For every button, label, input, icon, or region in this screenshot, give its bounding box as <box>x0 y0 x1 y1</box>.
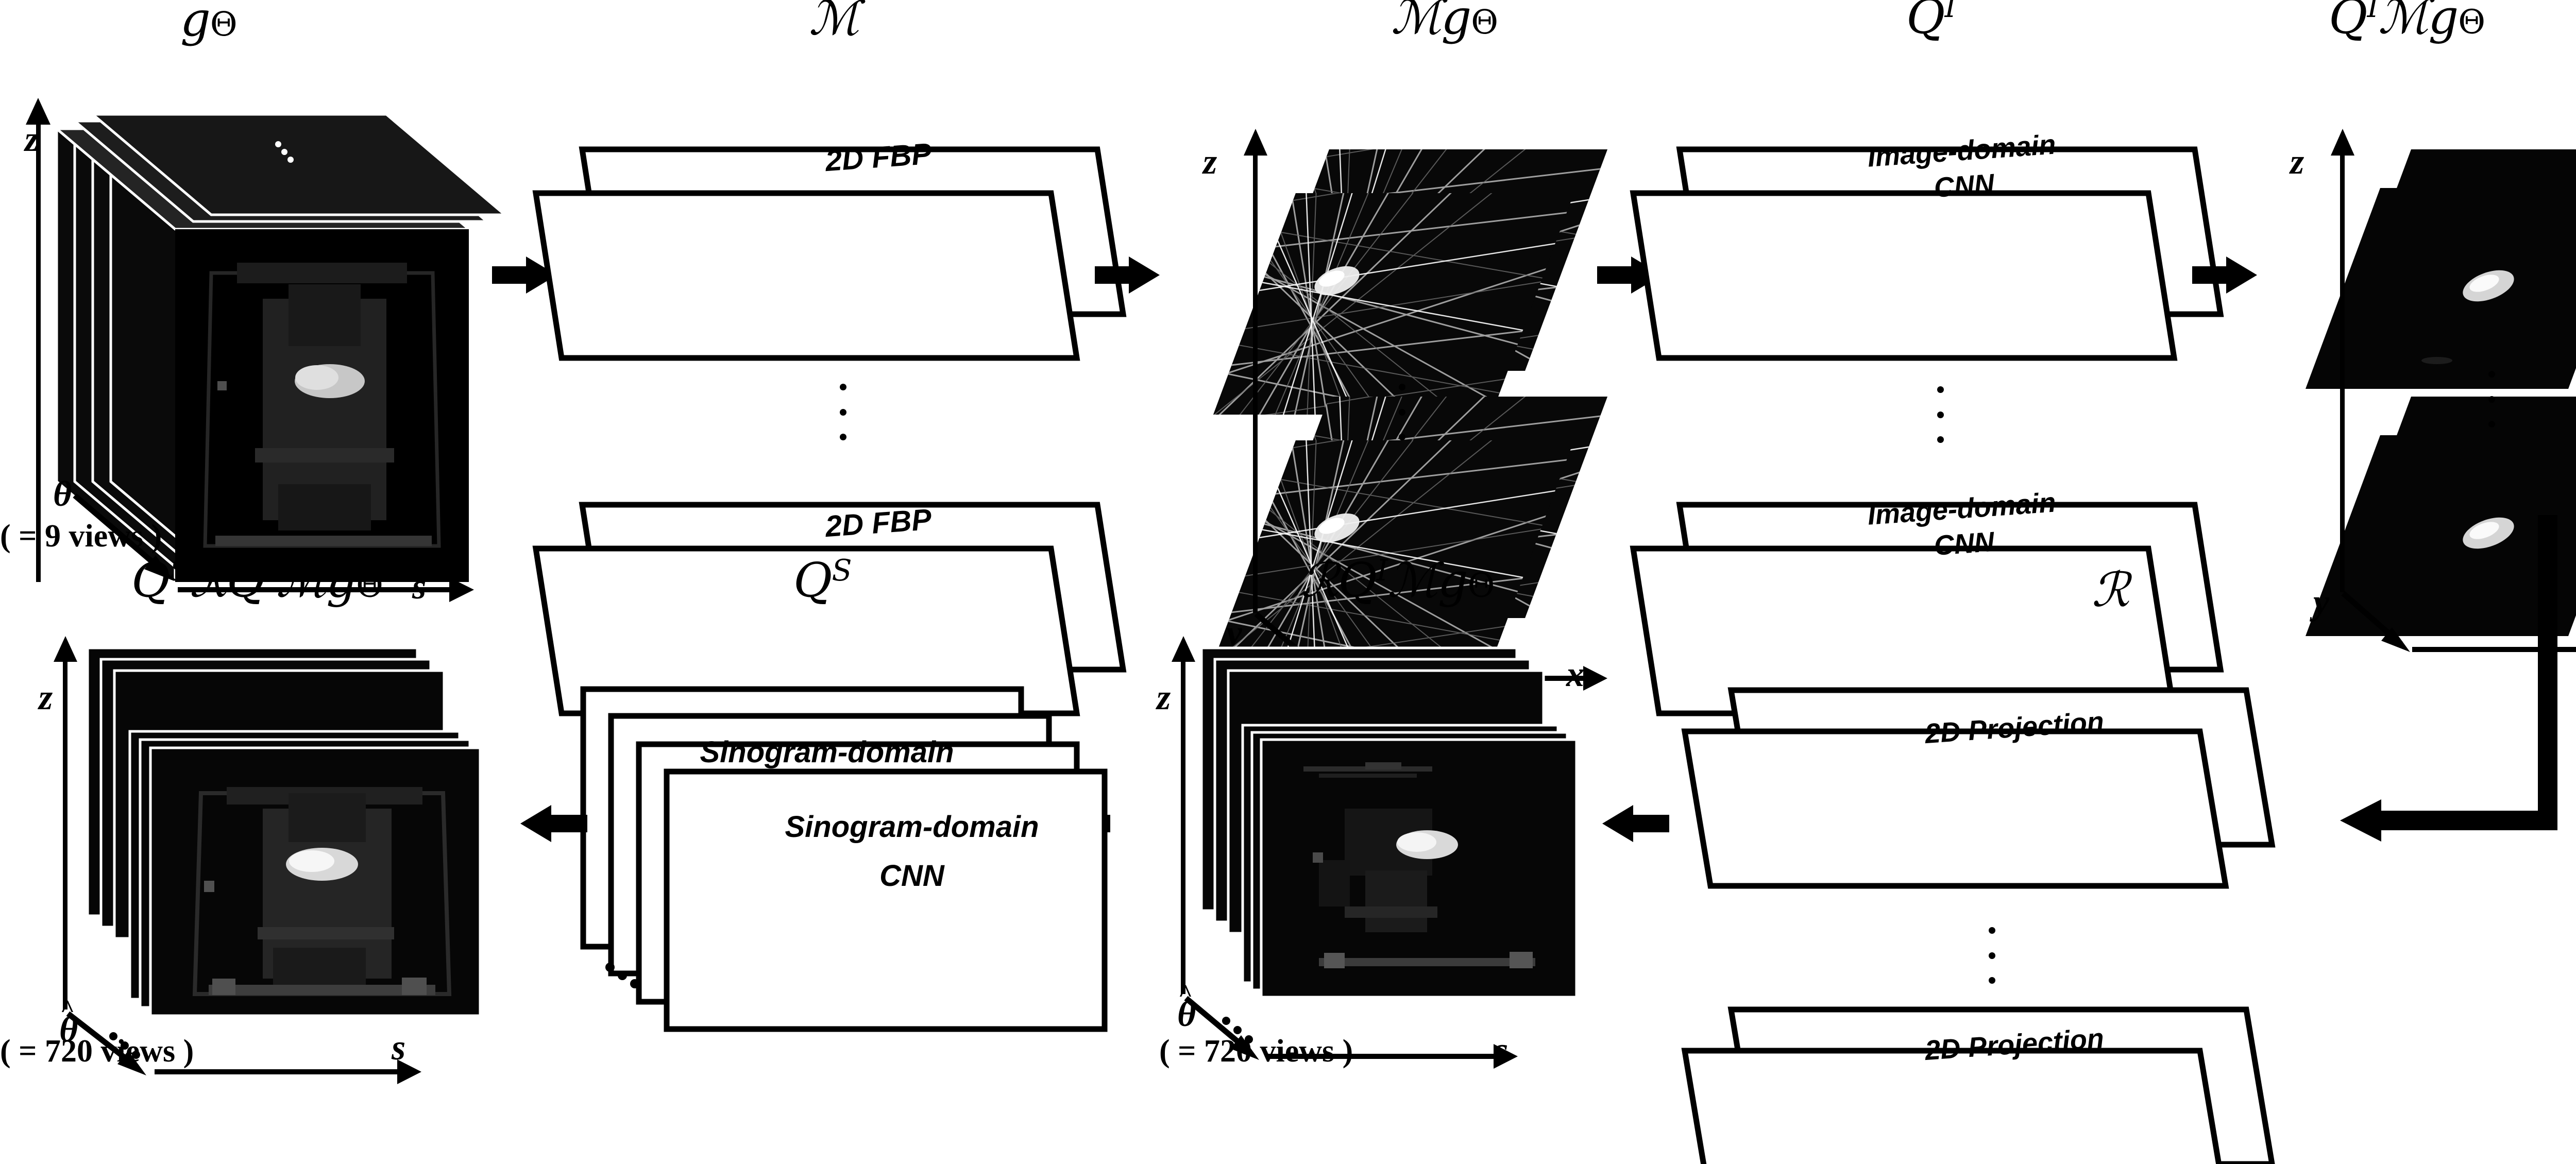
arrow-2 <box>1095 256 1160 294</box>
panel-depth-ellipsis <box>1222 1017 1253 1043</box>
arrow-4 <box>2192 256 2257 294</box>
volume-top-faces <box>53 113 509 231</box>
stage-title-M: ℳ <box>809 0 859 46</box>
plane-group-top <box>1681 687 2276 889</box>
axis-x <box>2412 647 2576 652</box>
axis-label-z: z <box>25 119 39 159</box>
axis-label-theta: θ <box>53 474 72 514</box>
stage-title-QS-RQI-Mg-theta: 𝑄Sℛ𝑄IℳgΘ <box>131 553 383 608</box>
plane-stack-ellipsis-R <box>1989 927 1995 984</box>
slice-top-front <box>1213 193 1574 415</box>
sinogram-content <box>1303 762 1535 968</box>
views-label-720-b: ( = 720 views ) <box>0 1034 194 1069</box>
plane-group-top <box>532 146 1127 361</box>
axis-z <box>2331 129 2354 592</box>
stage-title-Mg-theta: ℳgΘ <box>1391 0 1498 45</box>
slice-top-front <box>2306 188 2576 389</box>
card-stack-ellipsis <box>605 963 639 988</box>
axis-s <box>178 577 474 602</box>
axis-z <box>26 98 50 582</box>
arrow-5 <box>1602 805 1669 842</box>
axis-label-y: y <box>2313 583 2330 622</box>
volume-front-face <box>175 229 469 582</box>
stage-title-QI: 𝑄I <box>1906 0 1956 45</box>
plane-group-top <box>1630 146 2224 361</box>
plane-stack-ellipsis-QI <box>1937 386 1944 443</box>
axis-label-z: z <box>1157 678 1171 717</box>
slice-stack-ellipsis-Mg <box>1399 384 1405 440</box>
slice-bottom-front <box>1213 440 1574 662</box>
arrow-1 <box>492 256 557 294</box>
bag-reconstruction <box>192 787 452 996</box>
axis-label-s: s <box>392 1028 406 1068</box>
axis-theta <box>73 493 174 581</box>
stage-title-R: ℛ <box>2092 562 2129 618</box>
arrow-7 <box>520 805 587 842</box>
volume-top-ellipsis <box>275 141 294 163</box>
theta-glyph: θ <box>1177 995 1196 1034</box>
axis-s <box>155 1059 421 1084</box>
axis-z <box>1172 636 1195 994</box>
slice-bottom-front <box>2306 435 2576 636</box>
axis-label-y: y <box>1226 613 1243 653</box>
plane-stack-ellipsis-M <box>840 384 846 440</box>
plane-group-bottom <box>532 502 1127 716</box>
stage-title-RQI-Mg-theta: ℛ𝑄IℳgΘ <box>1301 553 1495 608</box>
axis-z <box>1244 129 1267 613</box>
axis-label-x: x <box>1566 655 1584 694</box>
card-label-sinogram-back: Sinogram-domain <box>700 735 954 769</box>
axis-label-z: z <box>1203 142 1217 182</box>
arrow-elbow <box>2340 515 2557 842</box>
stage-title-QS: 𝑄S <box>793 553 852 608</box>
axis-label-theta-hat: ^ θ <box>59 995 78 1050</box>
axis-theta-hat <box>1184 996 1259 1060</box>
axis-label-s: s <box>412 567 427 607</box>
views-label-720-a: ( = 720 views ) <box>1159 1034 1353 1069</box>
stage-title-g-theta: gΘ <box>180 0 238 47</box>
axis-label-s: s <box>1494 1031 1509 1070</box>
card-label-sinogram-front: Sinogram-domain CNN <box>716 809 1108 895</box>
axis-label-z: z <box>2290 142 2304 182</box>
axis-y <box>2341 591 2410 652</box>
card-stack <box>580 686 1108 1032</box>
views-label-9: ( = 9 views ) <box>0 519 162 554</box>
card-label-line1: Sinogram-domain <box>785 810 1039 844</box>
stage-title-QI-Mg-theta: 𝑄IℳgΘ <box>2329 0 2485 45</box>
axis-z <box>54 636 77 1009</box>
axis-label-theta-hat: ^ θ <box>1177 980 1196 1034</box>
card-label-line2: CNN <box>879 859 944 893</box>
axis-s <box>1266 1044 1518 1069</box>
slice-stack-ellipsis-QIMg <box>2488 371 2495 427</box>
axis-theta-hat <box>66 1011 146 1075</box>
theta-glyph: θ <box>59 1010 78 1050</box>
plane-group-bottom <box>1630 502 2224 716</box>
axis-label-z: z <box>39 678 53 717</box>
panel-depth-ellipsis <box>109 1032 140 1059</box>
